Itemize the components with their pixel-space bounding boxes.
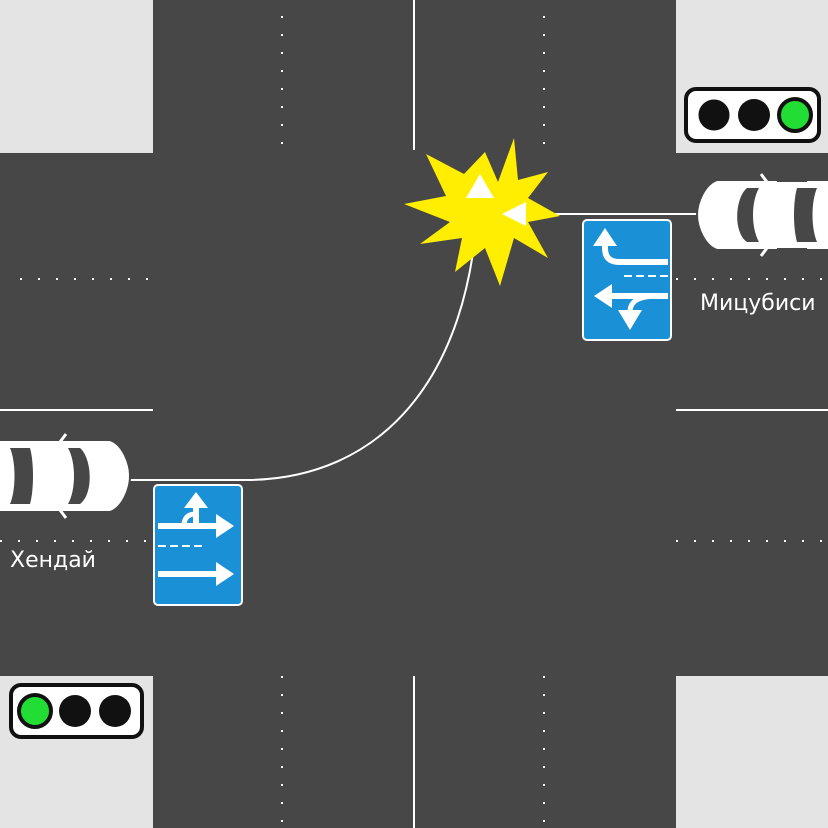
left-car-arrow-icon <box>466 174 494 198</box>
road-horizontal <box>0 153 828 676</box>
right-car-arrow-icon <box>502 202 526 226</box>
light-lamp <box>738 99 770 131</box>
left-car-label: Хендай <box>10 548 96 573</box>
light-lamp-active <box>777 97 813 133</box>
right-car <box>695 173 828 257</box>
right-lane-sign <box>582 219 672 341</box>
left-car-trajectory <box>130 199 479 481</box>
traffic-light-bottom-left <box>9 683 144 739</box>
right-car-label: Мицубиси <box>700 291 816 316</box>
left-car <box>0 433 132 519</box>
light-lamp-active <box>17 693 53 729</box>
light-lamp <box>99 695 131 727</box>
left-lane-sign <box>153 484 243 606</box>
traffic-light-top-right <box>684 87 821 143</box>
light-lamp <box>59 695 91 727</box>
collision-burst-icon <box>404 138 560 286</box>
dotted-lane-lines <box>0 16 828 828</box>
light-lamp <box>697 98 731 132</box>
